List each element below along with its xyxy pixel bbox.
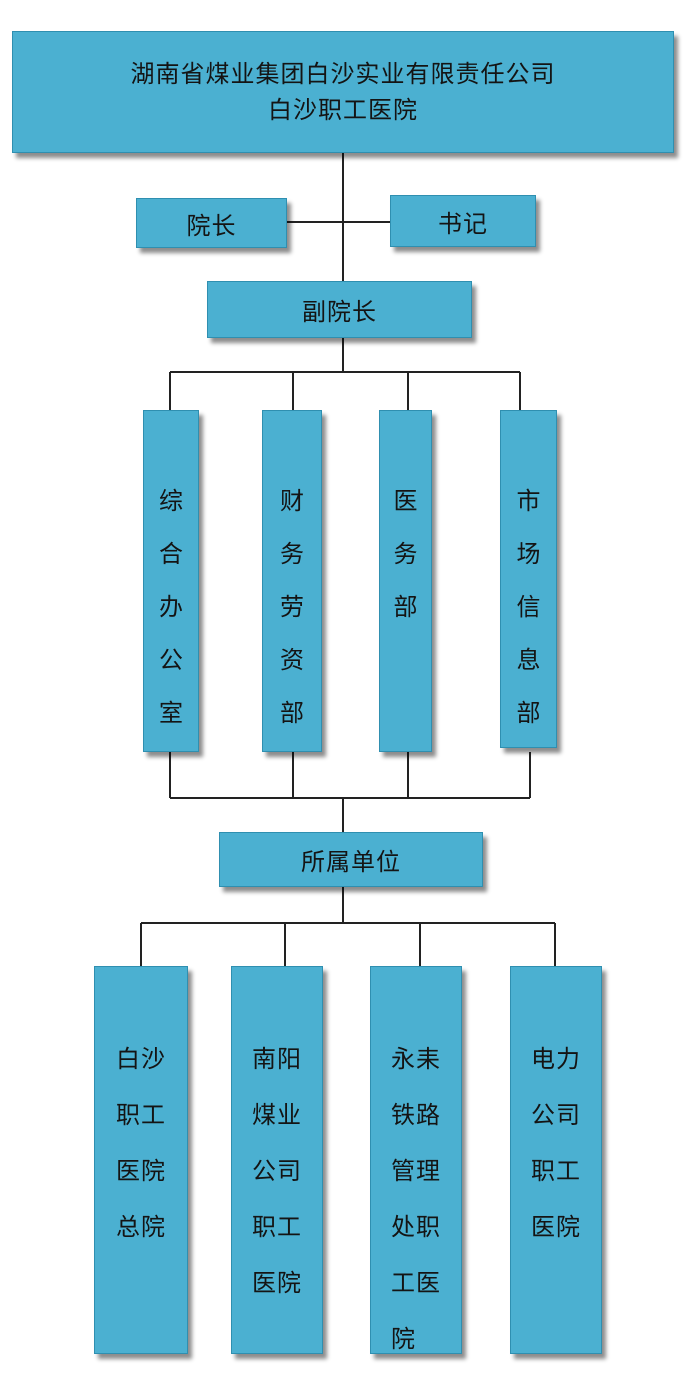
department-label: 财 务 劳 资 部 bbox=[280, 487, 304, 727]
secretary-box: 书记 bbox=[390, 195, 536, 247]
department-box: 医 务 部 bbox=[379, 410, 432, 752]
affiliate-label: 南阳 煤业 公司 职工 医院 bbox=[252, 1045, 302, 1297]
vice-president-box: 副院长 bbox=[207, 281, 472, 338]
org-top-box: 湖南省煤业集团白沙实业有限责任公司 白沙职工医院 bbox=[12, 31, 674, 153]
department-label: 综 合 办 公 室 bbox=[159, 487, 183, 727]
department-label: 市 场 信 息 部 bbox=[516, 487, 541, 727]
hospital-name: 白沙职工医院 bbox=[268, 96, 418, 124]
president-box: 院长 bbox=[136, 198, 287, 248]
affiliate-label: 白沙 职工 医院 总院 bbox=[116, 1045, 166, 1241]
department-label: 医 务 部 bbox=[393, 487, 418, 621]
affiliates-header-box: 所属单位 bbox=[219, 832, 483, 887]
secretary-label: 书记 bbox=[438, 209, 488, 238]
affiliate-box: 白沙 职工 医院 总院 bbox=[94, 966, 188, 1354]
affiliate-label: 永耒 铁路 管理 处职 工医 院 bbox=[391, 1045, 441, 1353]
affiliate-box: 永耒 铁路 管理 处职 工医 院 bbox=[370, 966, 462, 1354]
affiliates-header-label: 所属单位 bbox=[301, 848, 401, 876]
department-box: 财 务 劳 资 部 bbox=[262, 410, 322, 752]
affiliate-label: 电力 公司 职工 医院 bbox=[531, 1045, 581, 1241]
vice-president-label: 副院长 bbox=[302, 298, 377, 326]
affiliate-box: 电力 公司 职工 医院 bbox=[510, 966, 602, 1354]
company-name: 湖南省煤业集团白沙实业有限责任公司 bbox=[130, 60, 556, 88]
affiliate-box: 南阳 煤业 公司 职工 医院 bbox=[231, 966, 323, 1354]
department-box: 市 场 信 息 部 bbox=[500, 410, 557, 748]
department-box: 综 合 办 公 室 bbox=[143, 410, 199, 752]
president-label: 院长 bbox=[186, 211, 237, 240]
